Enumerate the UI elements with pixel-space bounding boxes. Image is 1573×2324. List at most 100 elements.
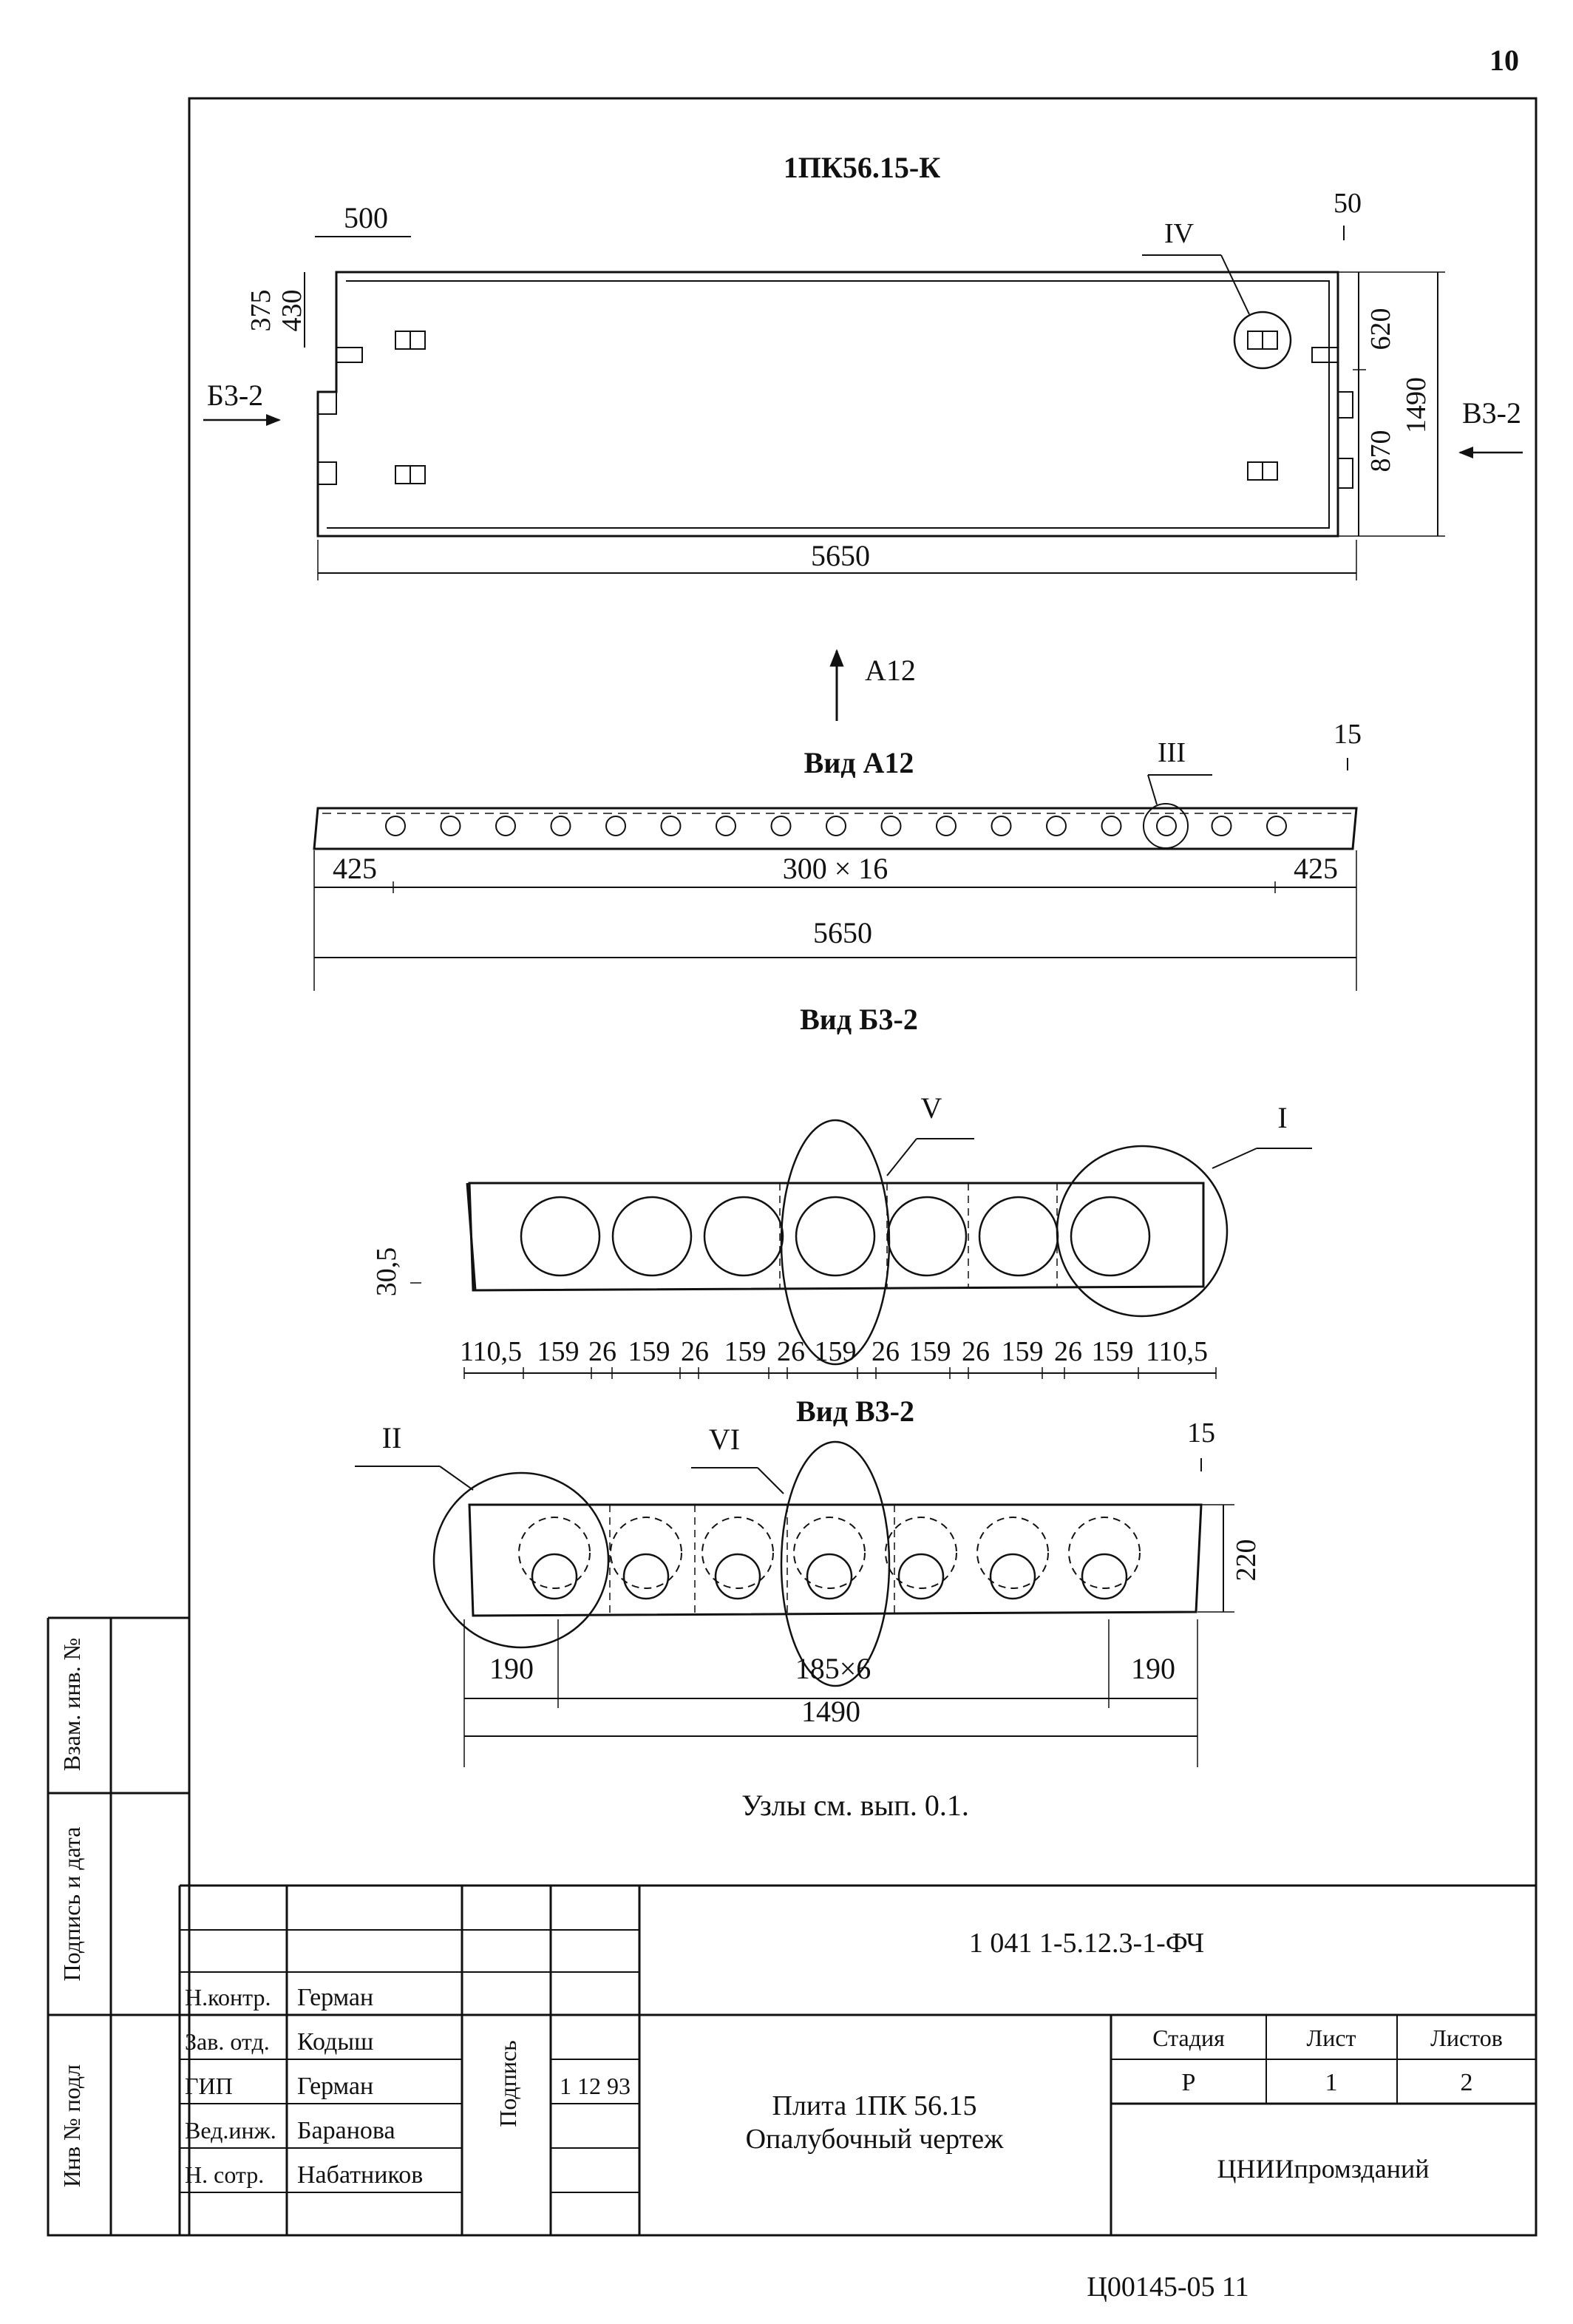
signature-label: Подпись [495,2040,521,2127]
view-v32: Вид В3-2 15 II VI 220 190 185×6 190 1490 [355,1395,1262,1767]
b32-dim-label: 159 [1002,1336,1044,1367]
v32-void [714,1553,761,1600]
b32-void [703,1196,784,1277]
v32-void [989,1553,1036,1600]
view-b32-node-ref-i: I [1277,1101,1287,1134]
plan-dim-top-left: 500 [344,201,388,234]
sheets-value: 2 [1461,2069,1473,2096]
v32-void [622,1553,670,1600]
v32-void-outline [1068,1517,1141,1589]
v32-void-outline [976,1517,1049,1589]
a12-void [1266,816,1287,836]
a12-void [1156,816,1177,836]
view-b32: Вид Б3-2 V I 30,5 110,5 159 26 159 26 159 26 15… [371,1003,1312,1379]
view-v32-holes [518,1517,1141,1600]
b32-dim-label: 26 [777,1336,805,1367]
plan-arrow-left-label: Б3-2 [207,379,263,412]
sheet-value: 1 [1325,2069,1338,2096]
a12-void [605,816,626,836]
b32-dim-label: 26 [588,1336,616,1367]
view-a12-dim-top: 15 [1334,719,1362,750]
view-a12-dim-middle: 300 × 16 [783,852,889,885]
name-nkontr: Герман [297,1984,373,2011]
b32-dim-label: 26 [872,1336,900,1367]
view-b32-dim-left: 30,5 [371,1247,402,1297]
a12-void [1101,816,1122,836]
role-nkontr: Н.контр. [185,1984,271,2010]
plan-title: 1ПК56.15-К [784,151,940,184]
organization: ЦНИИпромзданий [1217,2154,1429,2184]
plan-dim-left-b: 430 [276,290,308,332]
v32-void-outline [518,1517,591,1589]
name-vedinzh: Баранова [297,2117,395,2144]
plan-dim-right-top: 620 [1365,308,1396,350]
a12-void [495,816,516,836]
stage-value: Р [1182,2069,1196,2096]
side-stamp: Взам. инв. № Подпись и дата Инв № подл [47,1616,189,2237]
v32-void-outline [793,1517,866,1589]
b32-void [795,1196,876,1277]
role-vedinzh: Вед.инж. [185,2117,276,2144]
b32-void [611,1196,693,1277]
v32-void [531,1553,578,1600]
v32-void [897,1553,945,1600]
b32-dim-label: 110,5 [460,1336,522,1367]
nodes-note: Узлы см. вып. 0.1. [741,1789,969,1822]
view-v32-dim-total: 1490 [801,1695,860,1728]
a12-void [826,816,846,836]
v32-void [1081,1553,1128,1600]
view-v32-dim-left: 190 [489,1652,534,1685]
view-v32-dim-right: 190 [1131,1652,1175,1685]
b32-void [978,1196,1059,1277]
b32-dim-label: 26 [1054,1336,1082,1367]
view-a12-dim-left: 425 [333,852,377,885]
a12-void [1046,816,1067,836]
plan-arrow-right-label: В3-2 [1462,396,1521,430]
side-stamp-podpis: Подпись и дата [58,1827,85,1982]
view-b32-title: Вид Б3-2 [800,1003,918,1036]
a12-void [936,816,957,836]
v32-void-outline [885,1517,957,1589]
b32-dim-label: 26 [962,1336,990,1367]
v32-void-outline [610,1517,682,1589]
plan-dim-overall-h: 1490 [1401,377,1432,433]
b32-dim-label: 26 [681,1336,709,1367]
plan-dim-overall-w: 5650 [811,539,870,572]
view-v32-dim-middle: 185×6 [795,1652,872,1685]
b32-dim-label: 159 [1092,1336,1134,1367]
a12-void [716,816,736,836]
view-a12-dim-total: 5650 [813,916,872,949]
view-a12-dim-right: 425 [1294,852,1338,885]
a12-void [1211,816,1232,836]
name-zavotd: Кодыш [297,2028,373,2056]
view-a12-node-ref: III [1158,737,1186,768]
a12-void [660,816,682,836]
view-v32-node-ref-vi: VI [709,1423,740,1456]
role-zavotd: Зав. отд. [185,2028,270,2055]
product-line1: Плита 1ПК 56.15 [772,2090,977,2121]
view-a12-title: Вид А12 [804,746,914,779]
view-b32-node-ref-v: V [921,1091,942,1125]
view-v32-dim-top: 15 [1187,1417,1215,1449]
stage-label: Стадия [1152,2025,1225,2051]
view-b32-holes [520,1196,1151,1277]
b32-dim-label: 159 [724,1336,767,1367]
drawing-frame [188,97,1538,2237]
role-nsotr: Н. сотр. [185,2161,264,2188]
plan-view: 1ПК56.15-К IV 500 50 375 430 [203,151,1523,580]
b32-void [520,1196,601,1277]
role-gip: ГИП [185,2073,233,2099]
v32-void-outline [701,1517,774,1589]
b32-void [1070,1196,1151,1277]
view-v32-node-ref-ii: II [382,1421,402,1454]
b32-dim-label: 110,5 [1146,1336,1208,1367]
a12-void [991,816,1012,836]
a12-void [385,816,406,836]
arrow-a12-label: А12 [865,654,916,687]
b32-dim-label: 159 [628,1336,670,1367]
title-block: 1 041 1-5.12.3-1-ФЧ Н.контр. Герман Зав.… [178,1884,1536,2235]
plan-dim-top-right: 50 [1334,188,1362,219]
b32-dim-label: 159 [815,1336,857,1367]
